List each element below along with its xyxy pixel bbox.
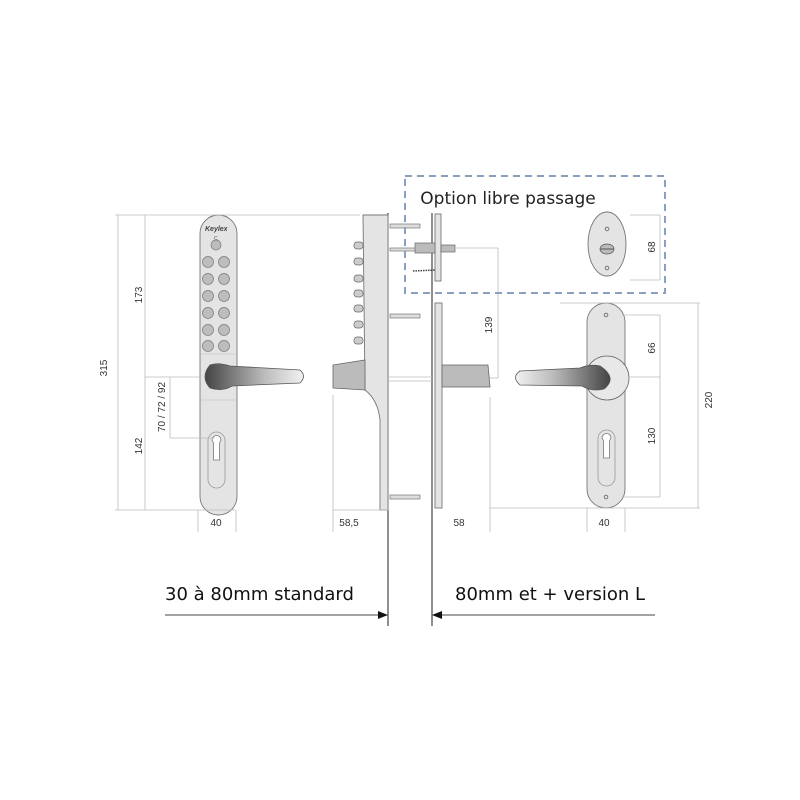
- standard-thickness-label: 30 à 80mm standard: [165, 584, 354, 605]
- dim-back-upper: 66: [647, 342, 658, 354]
- long-version-label: 80mm et + version L: [455, 584, 645, 605]
- dim-front-width: 40: [210, 518, 222, 529]
- arrow-right-icon: [378, 611, 388, 619]
- back-dimensions: 66 130 220 40: [490, 302, 715, 532]
- back-plate: [515, 302, 630, 509]
- dim-inner-projection: 58: [453, 518, 465, 529]
- dim-outer-projection: 58,5: [339, 518, 359, 529]
- side-view: [332, 213, 491, 626]
- side-dimensions: 58,5 58 139: [332, 247, 499, 532]
- dim-total-height: 315: [99, 359, 110, 376]
- dim-option-height: 68: [647, 241, 658, 253]
- dim-back-lower: 130: [647, 427, 658, 444]
- dim-lower-height: 142: [134, 437, 145, 454]
- option-libre-passage: Option libre passage 68: [404, 175, 666, 294]
- clear-key-label: C: [214, 236, 218, 242]
- dim-upper-height: 173: [134, 286, 145, 303]
- dim-back-width: 40: [598, 518, 610, 529]
- option-title: Option libre passage: [420, 189, 595, 209]
- front-dimensions: 315 173 142 70 / 72 / 92 40: [99, 214, 360, 532]
- cylinder-keyhole: [207, 431, 226, 489]
- keypad-buttons: [202, 256, 230, 352]
- dim-axis-distance: 70 / 72 / 92: [157, 382, 168, 432]
- clear-key: [210, 239, 222, 251]
- front-handle: [204, 363, 304, 390]
- dim-fixing-distance: 139: [484, 316, 495, 333]
- arrow-left-icon: [432, 611, 442, 619]
- front-keypad-plate: Keylex C: [199, 214, 304, 516]
- dim-back-total: 220: [704, 391, 715, 408]
- brand-logo: Keylex: [205, 226, 229, 233]
- door-thickness-legend: 30 à 80mm standard 80mm et + version L: [165, 584, 655, 619]
- back-handle: [515, 364, 611, 391]
